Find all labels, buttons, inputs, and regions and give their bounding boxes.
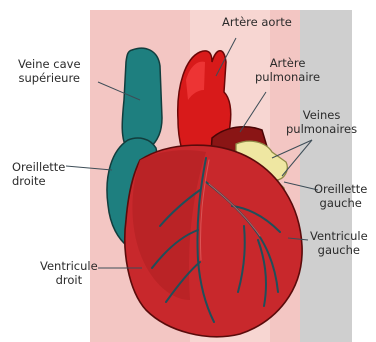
label-artere-aorte: Artère aorte — [222, 15, 292, 29]
label-veines-pulmonaires: Veines pulmonaires — [286, 108, 357, 136]
label-ventricule-gauche: Ventricule gauche — [310, 229, 368, 257]
label-ventricule-droit: Ventricule droit — [40, 259, 98, 287]
label-veine-cave-superieure: Veine cave supérieure — [18, 57, 81, 85]
label-artere-pulmonaire: Artère pulmonaire — [255, 56, 320, 84]
label-oreillette-gauche: Oreillette gauche — [314, 182, 367, 210]
superior-vena-cava — [122, 48, 162, 152]
label-oreillette-droite: Oreillette droite — [12, 160, 65, 188]
